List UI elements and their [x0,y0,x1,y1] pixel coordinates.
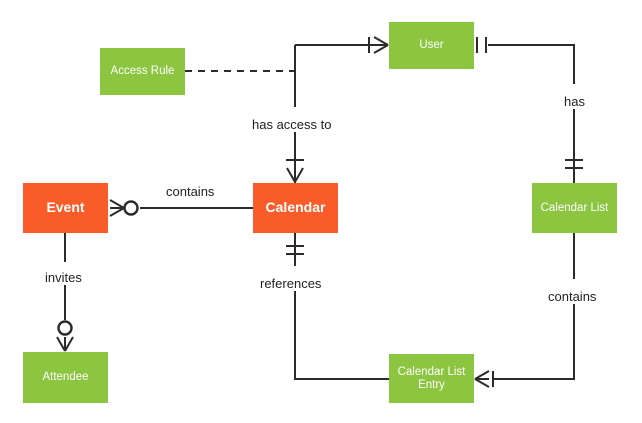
cardinality-list-entry-one-many [474,370,494,388]
entity-calendar-list-entry-label: Calendar List Entry [397,365,466,391]
cardinality-user-many [368,36,389,54]
entity-event[interactable]: Event [23,183,108,233]
entity-calendar-label: Calendar [265,199,326,216]
entity-attendee-label: Attendee [42,371,89,384]
relationship-label-contains-event-calendar: contains [163,184,218,199]
connector-user-to-calendar-list [488,44,575,84]
entity-access-rule[interactable]: Access Rule [100,48,185,95]
connector-references-elbow [294,290,389,380]
relationship-label-invites: invites [42,270,85,285]
entity-calendar[interactable]: Calendar [253,183,338,233]
cardinality-user-exactly-one [476,37,487,53]
cardinality-calendar-exactly-one [286,233,304,266]
relationship-label-has-access-to: has access to [249,117,335,132]
cardinality-calendar-list-exactly-one [565,159,583,169]
entity-calendar-list-entry[interactable]: Calendar List Entry [389,354,474,403]
relationship-label-contains-list-entry: contains [545,289,600,304]
entity-event-label: Event [46,199,85,216]
relationship-label-references: references [257,276,325,291]
cardinality-attendee-zero-or-many [56,320,74,352]
cardinality-calendar-one-or-many [286,159,304,183]
entity-calendar-list-label: Calendar List [540,201,609,214]
entity-access-rule-label: Access Rule [110,65,175,78]
relationship-label-has: has [561,94,588,109]
cardinality-event-zero-or-many [109,199,139,217]
entity-user[interactable]: User [389,22,474,69]
entity-user-label: User [419,39,444,52]
connector-calendar-list-to-entry [494,301,575,380]
entity-calendar-list[interactable]: Calendar List [532,183,617,233]
entity-attendee[interactable]: Attendee [23,352,108,403]
